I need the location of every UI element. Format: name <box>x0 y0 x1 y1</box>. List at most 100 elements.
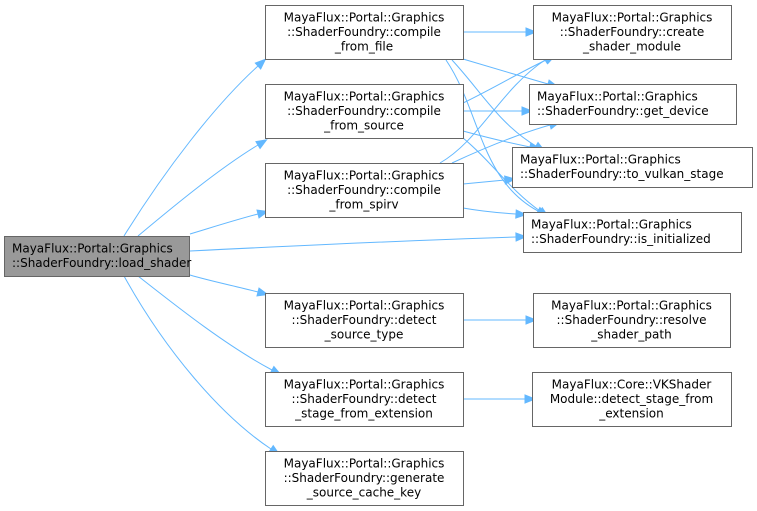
arrowhead-icon <box>504 175 517 185</box>
node-label-line: ::ShaderFoundry::is_initialized <box>531 232 711 246</box>
node-label-line: MayaFlux::Core::VKShader <box>552 377 712 391</box>
node-detect-stage-from-extension[interactable]: MayaFlux::Portal::Graphics::ShaderFoundr… <box>265 372 464 427</box>
node-label-line: _source_type <box>324 327 404 341</box>
node-box[interactable] <box>512 147 753 188</box>
node-label-line: _extension <box>598 406 664 420</box>
node-label-line: Module::detect_stage_from <box>550 392 713 406</box>
edge-line <box>462 137 541 212</box>
edge-line <box>189 236 517 252</box>
edge-line <box>123 65 259 237</box>
node-detect-source-type[interactable]: MayaFlux::Portal::Graphics::ShaderFoundr… <box>265 293 464 348</box>
node-label-line: ::ShaderFoundry::to_vulkan_stage <box>520 167 724 181</box>
node-get-device[interactable]: MayaFlux::Portal::Graphics::ShaderFoundr… <box>529 84 737 125</box>
node-label-line: ::ShaderFoundry::compile <box>287 104 441 118</box>
node-box[interactable] <box>533 5 732 60</box>
node-label-line: _from_spirv <box>328 197 398 211</box>
edge-line <box>451 59 537 147</box>
edge-line <box>123 275 272 450</box>
node-label-line: _stage_from_extension <box>294 406 433 420</box>
edge-load_shader-to-compile_from_file <box>123 58 267 237</box>
node-box[interactable] <box>529 84 737 125</box>
node-label-line: ::ShaderFoundry::resolve <box>557 313 707 327</box>
node-label-line: MayaFlux::Portal::Graphics <box>284 89 445 103</box>
node-box[interactable] <box>4 236 190 277</box>
edge-line <box>439 59 546 164</box>
edge-line <box>137 275 273 371</box>
edge-compile_from_spirv-to-is_initialized <box>462 207 528 219</box>
arrowhead-icon <box>525 27 538 37</box>
edge-detect_source_type-to-resolve_shader_path <box>463 315 538 325</box>
node-label-line: ::ShaderFoundry::detect <box>292 313 437 327</box>
edge-line <box>462 58 549 85</box>
edge-load_shader-to-is_initialized <box>189 232 528 252</box>
node-box[interactable] <box>265 372 464 427</box>
node-box[interactable] <box>265 5 464 60</box>
node-label-line: MayaFlux::Portal::Graphics <box>284 168 445 182</box>
node-label-line: MayaFlux::Portal::Graphics <box>284 377 445 391</box>
node-label-line: ::ShaderFoundry::load_shader <box>12 256 191 270</box>
edge-load_shader-to-generate_source_cache_key <box>123 275 281 456</box>
node-create-shader-module[interactable]: MayaFlux::Portal::Graphics::ShaderFoundr… <box>533 5 732 60</box>
node-box[interactable] <box>265 84 464 139</box>
node-label-line: MayaFlux::Portal::Graphics <box>552 10 713 24</box>
edge-line <box>462 179 506 185</box>
node-box[interactable] <box>532 372 732 427</box>
node-label-line: MayaFlux::Portal::Graphics <box>537 90 698 104</box>
node-label-line: _shader_module <box>582 39 681 53</box>
edge-line <box>462 130 531 148</box>
node-box[interactable] <box>523 212 742 253</box>
node-label-line: MayaFlux::Portal::Graphics <box>284 456 445 470</box>
edge-load_shader-to-compile_from_spirv <box>189 209 269 235</box>
edge-line <box>189 213 259 235</box>
node-label-line: _from_file <box>334 39 393 53</box>
node-label-line: MayaFlux::Portal::Graphics <box>284 298 445 312</box>
node-compile-from-spirv[interactable]: MayaFlux::Portal::Graphics::ShaderFoundr… <box>265 163 464 218</box>
node-resolve-shader-path[interactable]: MayaFlux::Portal::Graphics::ShaderFoundr… <box>533 293 731 348</box>
edge-load_shader-to-detect_source_type <box>189 274 269 297</box>
node-label-line: MayaFlux::Portal::Graphics <box>284 10 445 24</box>
node-label-line: MayaFlux::Portal::Graphics <box>520 153 681 167</box>
edge-compile_from_file-to-get_device <box>462 58 559 89</box>
edge-detect_stage_from_extension-to-vkshader_detect_stage_from_extension <box>463 394 537 404</box>
edge-compile_from_spirv-to-to_vulkan_stage <box>462 175 517 185</box>
node-label-line: MayaFlux::Portal::Graphics <box>531 218 692 232</box>
node-label-line: ::ShaderFoundry::generate <box>284 471 445 485</box>
node-label-line: ::ShaderFoundry::detect <box>292 392 437 406</box>
node-generate-source-cache-key[interactable]: MayaFlux::Portal::Graphics::ShaderFoundr… <box>265 451 464 506</box>
node-label-line: _from_source <box>323 118 404 132</box>
edge-line <box>451 124 551 164</box>
edge-line <box>462 59 547 104</box>
node-box[interactable] <box>265 163 464 218</box>
node-is-initialized[interactable]: MayaFlux::Portal::Graphics::ShaderFoundr… <box>523 212 742 253</box>
node-label-line: _shader_path <box>590 327 671 341</box>
node-box[interactable] <box>265 451 464 506</box>
node-to-vulkan-stage[interactable]: MayaFlux::Portal::Graphics::ShaderFoundr… <box>512 147 753 188</box>
node-compile-from-file[interactable]: MayaFlux::Portal::Graphics::ShaderFoundr… <box>265 5 464 60</box>
arrowhead-icon <box>525 315 538 325</box>
arrowhead-icon <box>255 139 268 150</box>
arrowhead-icon <box>515 209 528 219</box>
edges-layer <box>123 27 561 456</box>
nodes-layer: MayaFlux::Portal::Graphics::ShaderFoundr… <box>4 5 753 506</box>
node-label-line: MayaFlux::Portal::Graphics <box>551 298 712 312</box>
edge-compile_from_file-to-create_shader_module <box>463 27 538 37</box>
node-box[interactable] <box>533 293 731 348</box>
node-label-line: MayaFlux::Portal::Graphics <box>12 242 173 256</box>
arrowhead-icon <box>521 106 534 116</box>
node-label-line: ::ShaderFoundry::get_device <box>537 104 709 118</box>
edge-line <box>189 274 259 293</box>
arrowhead-icon <box>524 394 537 404</box>
node-compile-from-source[interactable]: MayaFlux::Portal::Graphics::ShaderFoundr… <box>265 84 464 139</box>
node-load-shader[interactable]: MayaFlux::Portal::Graphics::ShaderFoundr… <box>4 236 192 277</box>
edge-compile_from_source-to-get_device <box>463 106 534 116</box>
arrowhead-icon <box>254 58 267 70</box>
node-label-line: ::ShaderFoundry::compile <box>287 183 441 197</box>
node-vkshader-detect-stage-from-extension[interactable]: MayaFlux::Core::VKShaderModule::detect_s… <box>532 372 732 427</box>
edge-load_shader-to-compile_from_source <box>137 139 268 237</box>
edge-line <box>462 207 517 215</box>
node-label-line: ::ShaderFoundry::compile <box>287 25 441 39</box>
node-label-line: _source_cache_key <box>306 485 421 499</box>
node-box[interactable] <box>265 293 464 348</box>
node-label-line: ::ShaderFoundry::create <box>560 25 705 39</box>
